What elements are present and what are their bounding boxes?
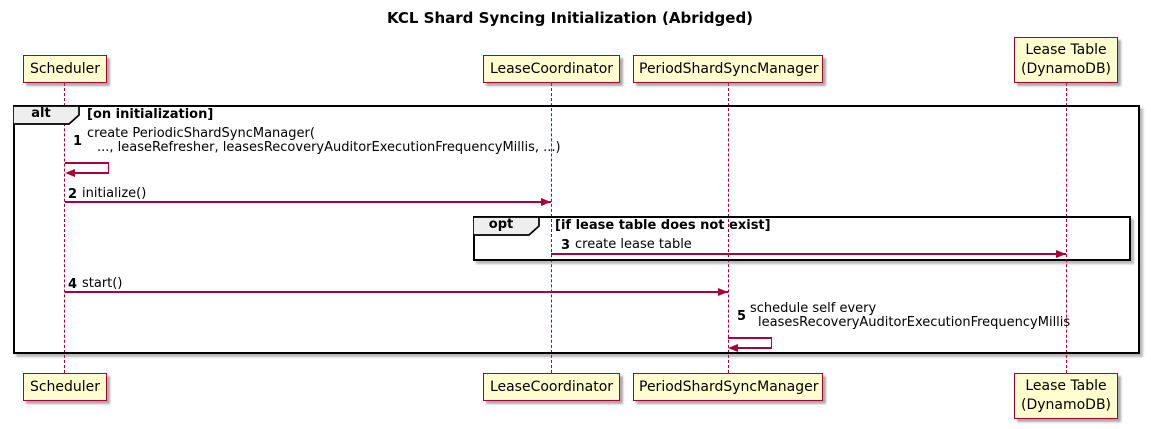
alt-frame	[13, 105, 1140, 354]
message-2-arrow	[65, 201, 551, 203]
opt-frame-label-pentagon	[473, 216, 540, 236]
message-5-number: 5	[737, 309, 747, 324]
message-2-number: 2	[68, 187, 78, 202]
participant-label: LeaseCoordinator	[489, 60, 614, 77]
alt-keyword: alt	[31, 106, 51, 121]
participant-scheduler-top: Scheduler	[23, 55, 107, 83]
participant-leasecoordinator-top: LeaseCoordinator	[483, 55, 620, 83]
arrowhead-right-icon	[1056, 250, 1066, 258]
alt-condition: [on initialization]	[87, 107, 214, 122]
lifeline-leasecoordinator	[551, 83, 552, 373]
message-1-text-line1: create PeriodicShardSyncManager(	[87, 126, 315, 141]
message-1-self-arrow	[70, 172, 109, 174]
opt-frame	[473, 216, 1131, 261]
participant-leasetable-bottom: Lease Table (DynamoDB)	[1014, 373, 1118, 419]
message-3-text: create lease table	[575, 237, 692, 252]
message-4-number: 4	[68, 277, 78, 292]
participant-leasetable-top: Lease Table (DynamoDB)	[1014, 37, 1118, 83]
diagram-title: KCL Shard Syncing Initialization (Abridg…	[386, 9, 754, 27]
message-5-self-arrow	[733, 347, 772, 349]
message-4-arrow	[65, 291, 728, 293]
opt-condition: [if lease table does not exist]	[555, 218, 771, 233]
participant-leasecoordinator-bottom: LeaseCoordinator	[483, 373, 620, 401]
opt-keyword: opt	[488, 217, 514, 232]
arrowhead-right-icon	[718, 288, 728, 296]
message-4-text: start()	[82, 276, 123, 291]
lifeline-periodshardsyncmanager	[728, 83, 729, 373]
participant-label: Lease Table	[1025, 378, 1107, 394]
participant-label: Scheduler	[29, 60, 101, 77]
message-1-self-arrow	[65, 162, 109, 164]
participant-label: LeaseCoordinator	[489, 378, 614, 395]
message-1-number: 1	[73, 134, 83, 149]
participant-label-line2: (DynamoDB)	[1020, 61, 1112, 77]
message-2-text: initialize()	[82, 186, 147, 201]
alt-frame-label-pentagon	[13, 105, 80, 125]
message-1-self-arrow	[107, 162, 109, 173]
participant-periodshardsyncmanager-top: PeriodShardSyncManager	[633, 55, 823, 83]
message-5-text-line2: leasesRecoveryAuditorExecutionFrequencyM…	[758, 315, 1071, 330]
participant-label: Lease Table	[1025, 42, 1107, 58]
arrowhead-right-icon	[541, 198, 551, 206]
participant-label: Scheduler	[29, 378, 101, 395]
participant-label-line2: (DynamoDB)	[1020, 397, 1112, 413]
message-5-self-arrow	[770, 337, 772, 348]
message-5-text-line1: schedule self every	[750, 301, 877, 316]
message-1-text-line2: ..., leaseRefresher, leasesRecoveryAudit…	[97, 140, 561, 155]
message-5-self-arrow	[728, 337, 772, 339]
participant-label: PeriodShardSyncManager	[639, 60, 819, 77]
participant-scheduler-bottom: Scheduler	[23, 373, 107, 401]
message-3-number: 3	[561, 238, 571, 253]
participant-periodshardsyncmanager-bottom: PeriodShardSyncManager	[633, 373, 823, 401]
lifeline-leasetable	[1066, 83, 1067, 373]
lifeline-scheduler	[64, 83, 65, 373]
arrowhead-left-icon	[65, 169, 75, 177]
participant-label: PeriodShardSyncManager	[639, 378, 819, 395]
message-3-arrow	[551, 253, 1066, 255]
arrowhead-left-icon	[728, 344, 738, 352]
